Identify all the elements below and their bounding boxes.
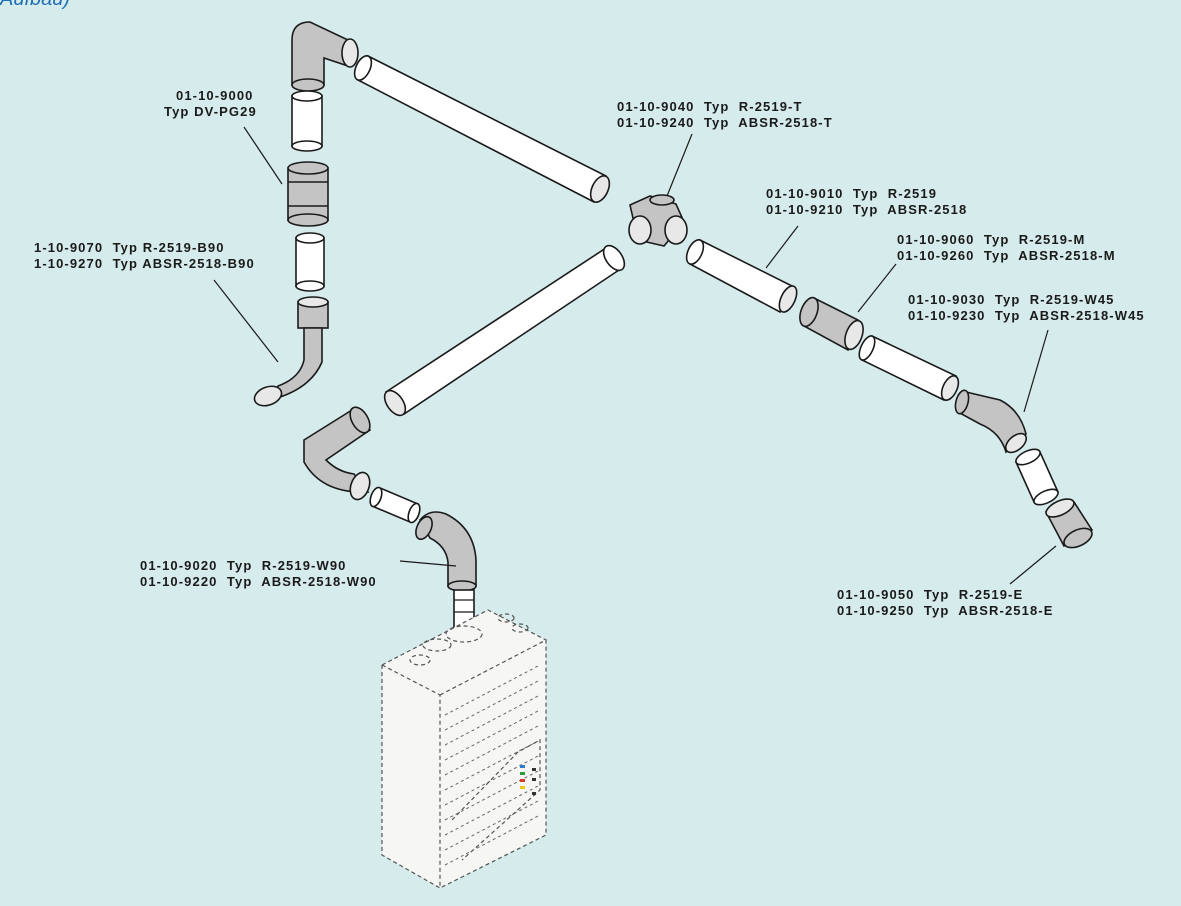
label-tee-line2: 01-10-9240 Typ ABSR-2518-T (617, 115, 833, 130)
part-label-tee: 01-10-9040 Typ R-2519-T 01-10-9240 Typ A… (617, 99, 833, 130)
short-pipe-mid (369, 486, 421, 524)
end-cap (1044, 498, 1094, 549)
part-label-w45: 01-10-9030 Typ R-2519-W45 01-10-9230 Typ… (908, 292, 1145, 323)
leader-lines (213, 126, 1057, 585)
pipe-right-1 (685, 238, 798, 314)
dv-pg29-assembly (287, 90, 329, 292)
indicator-lights (520, 765, 536, 795)
w45-elbow (954, 389, 1028, 454)
label-w90-line2: 01-10-9220 Typ ABSR-2518-W90 (140, 574, 377, 589)
part-label-coupling: 01-10-9060 Typ R-2519-M 01-10-9260 Typ A… (897, 232, 1116, 263)
label-w45-line2: 01-10-9230 Typ ABSR-2518-W45 (908, 308, 1145, 323)
label-pipe-line2: 01-10-9210 Typ ABSR-2518 (766, 202, 967, 217)
part-label-pipe: 01-10-9010 Typ R-2519 01-10-9210 Typ ABS… (766, 186, 967, 217)
label-tee-line1: 01-10-9040 Typ R-2519-T (617, 99, 803, 114)
long-pipe-upper (353, 54, 611, 204)
boiler-unit (381, 609, 547, 890)
label-coupling-line2: 01-10-9260 Typ ABSR-2518-M (897, 248, 1116, 263)
pipe-right-2 (858, 334, 960, 402)
b90-bend (253, 296, 329, 407)
tee-fitting (628, 194, 688, 247)
label-b90-line1: 1-10-9070 Typ R-2519-B90 (34, 240, 225, 255)
corner-heading-fragment: Aufbau) (0, 0, 70, 11)
label-end-cap-line2: 01-10-9250 Typ ABSR-2518-E (837, 603, 1054, 618)
label-dv-pg29-line1: 01-10-9000 (176, 88, 254, 103)
w90-elbow (415, 511, 477, 592)
label-end-cap-line1: 01-10-9050 Typ R-2519-E (837, 587, 1023, 602)
label-w90-line1: 01-10-9020 Typ R-2519-W90 (140, 558, 347, 573)
lower-elbow (303, 406, 372, 501)
part-label-end-cap: 01-10-9050 Typ R-2519-E 01-10-9250 Typ A… (837, 587, 1054, 618)
label-b90-line2: 1-10-9270 Typ ABSR-2518-B90 (34, 256, 255, 271)
label-coupling-line1: 01-10-9060 Typ R-2519-M (897, 232, 1085, 247)
top-elbow (291, 21, 359, 92)
label-w45-line1: 01-10-9030 Typ R-2519-W45 (908, 292, 1115, 307)
coupling (799, 296, 864, 352)
long-pipe-lower (383, 244, 626, 417)
label-dv-pg29-line2: Typ DV-PG29 (164, 104, 257, 119)
part-label-dv-pg29: 01-10-9000 Typ DV-PG29 (164, 88, 257, 119)
part-label-b90: 1-10-9070 Typ R-2519-B90 1-10-9270 Typ A… (34, 240, 255, 271)
label-pipe-line1: 01-10-9010 Typ R-2519 (766, 186, 937, 201)
part-label-w90: 01-10-9020 Typ R-2519-W90 01-10-9220 Typ… (140, 558, 377, 589)
short-pipe-right (1014, 448, 1060, 506)
